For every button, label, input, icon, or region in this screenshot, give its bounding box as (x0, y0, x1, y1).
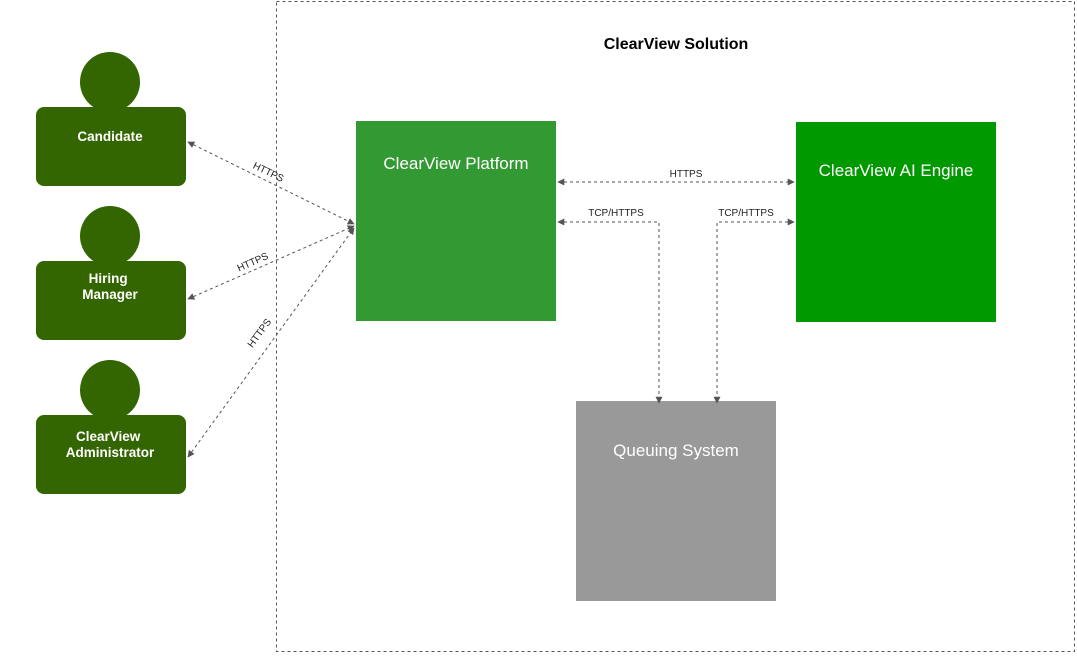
label-manager-platform: HTTPS (236, 251, 271, 275)
component-platform[interactable]: ClearView Platform (356, 121, 556, 321)
actor-administrator[interactable]: ClearView Administrator (36, 360, 186, 494)
label-candidate-platform: HTTPS (251, 161, 286, 185)
label-admin-platform: HTTPS (246, 317, 274, 350)
actor-candidate[interactable]: Candidate (36, 52, 186, 186)
connector-admin-platform (187, 227, 355, 458)
queue-title: Queuing System (613, 441, 739, 460)
component-ai-engine[interactable]: ClearView AI Engine (796, 122, 996, 322)
actor-label: Hiring Manager (82, 271, 138, 302)
actor-label: Candidate (77, 129, 143, 144)
actor-hiring-manager[interactable]: Hiring Manager (36, 206, 186, 340)
actor-head (80, 206, 140, 266)
platform-title: ClearView Platform (383, 154, 528, 173)
ai-engine-box (796, 122, 996, 322)
platform-box (356, 121, 556, 321)
boundary-title: ClearView Solution (604, 36, 749, 53)
actor-head (80, 360, 140, 420)
actor-body (36, 261, 186, 340)
actor-body (36, 107, 186, 186)
label-platform-queue: TCP/HTTPS (588, 208, 644, 219)
ai-engine-title: ClearView AI Engine (819, 161, 974, 180)
actor-head (80, 52, 140, 112)
actor-body (36, 415, 186, 494)
connector-ai-queue (713, 218, 795, 404)
component-queue[interactable]: Queuing System (576, 401, 776, 601)
label-platform-ai: HTTPS (670, 169, 703, 180)
connector-candidate-platform (187, 141, 355, 225)
label-ai-queue: TCP/HTTPS (718, 208, 774, 219)
queue-box (576, 401, 776, 601)
connector-platform-queue (557, 218, 663, 404)
actor-label: ClearView Administrator (66, 429, 155, 460)
